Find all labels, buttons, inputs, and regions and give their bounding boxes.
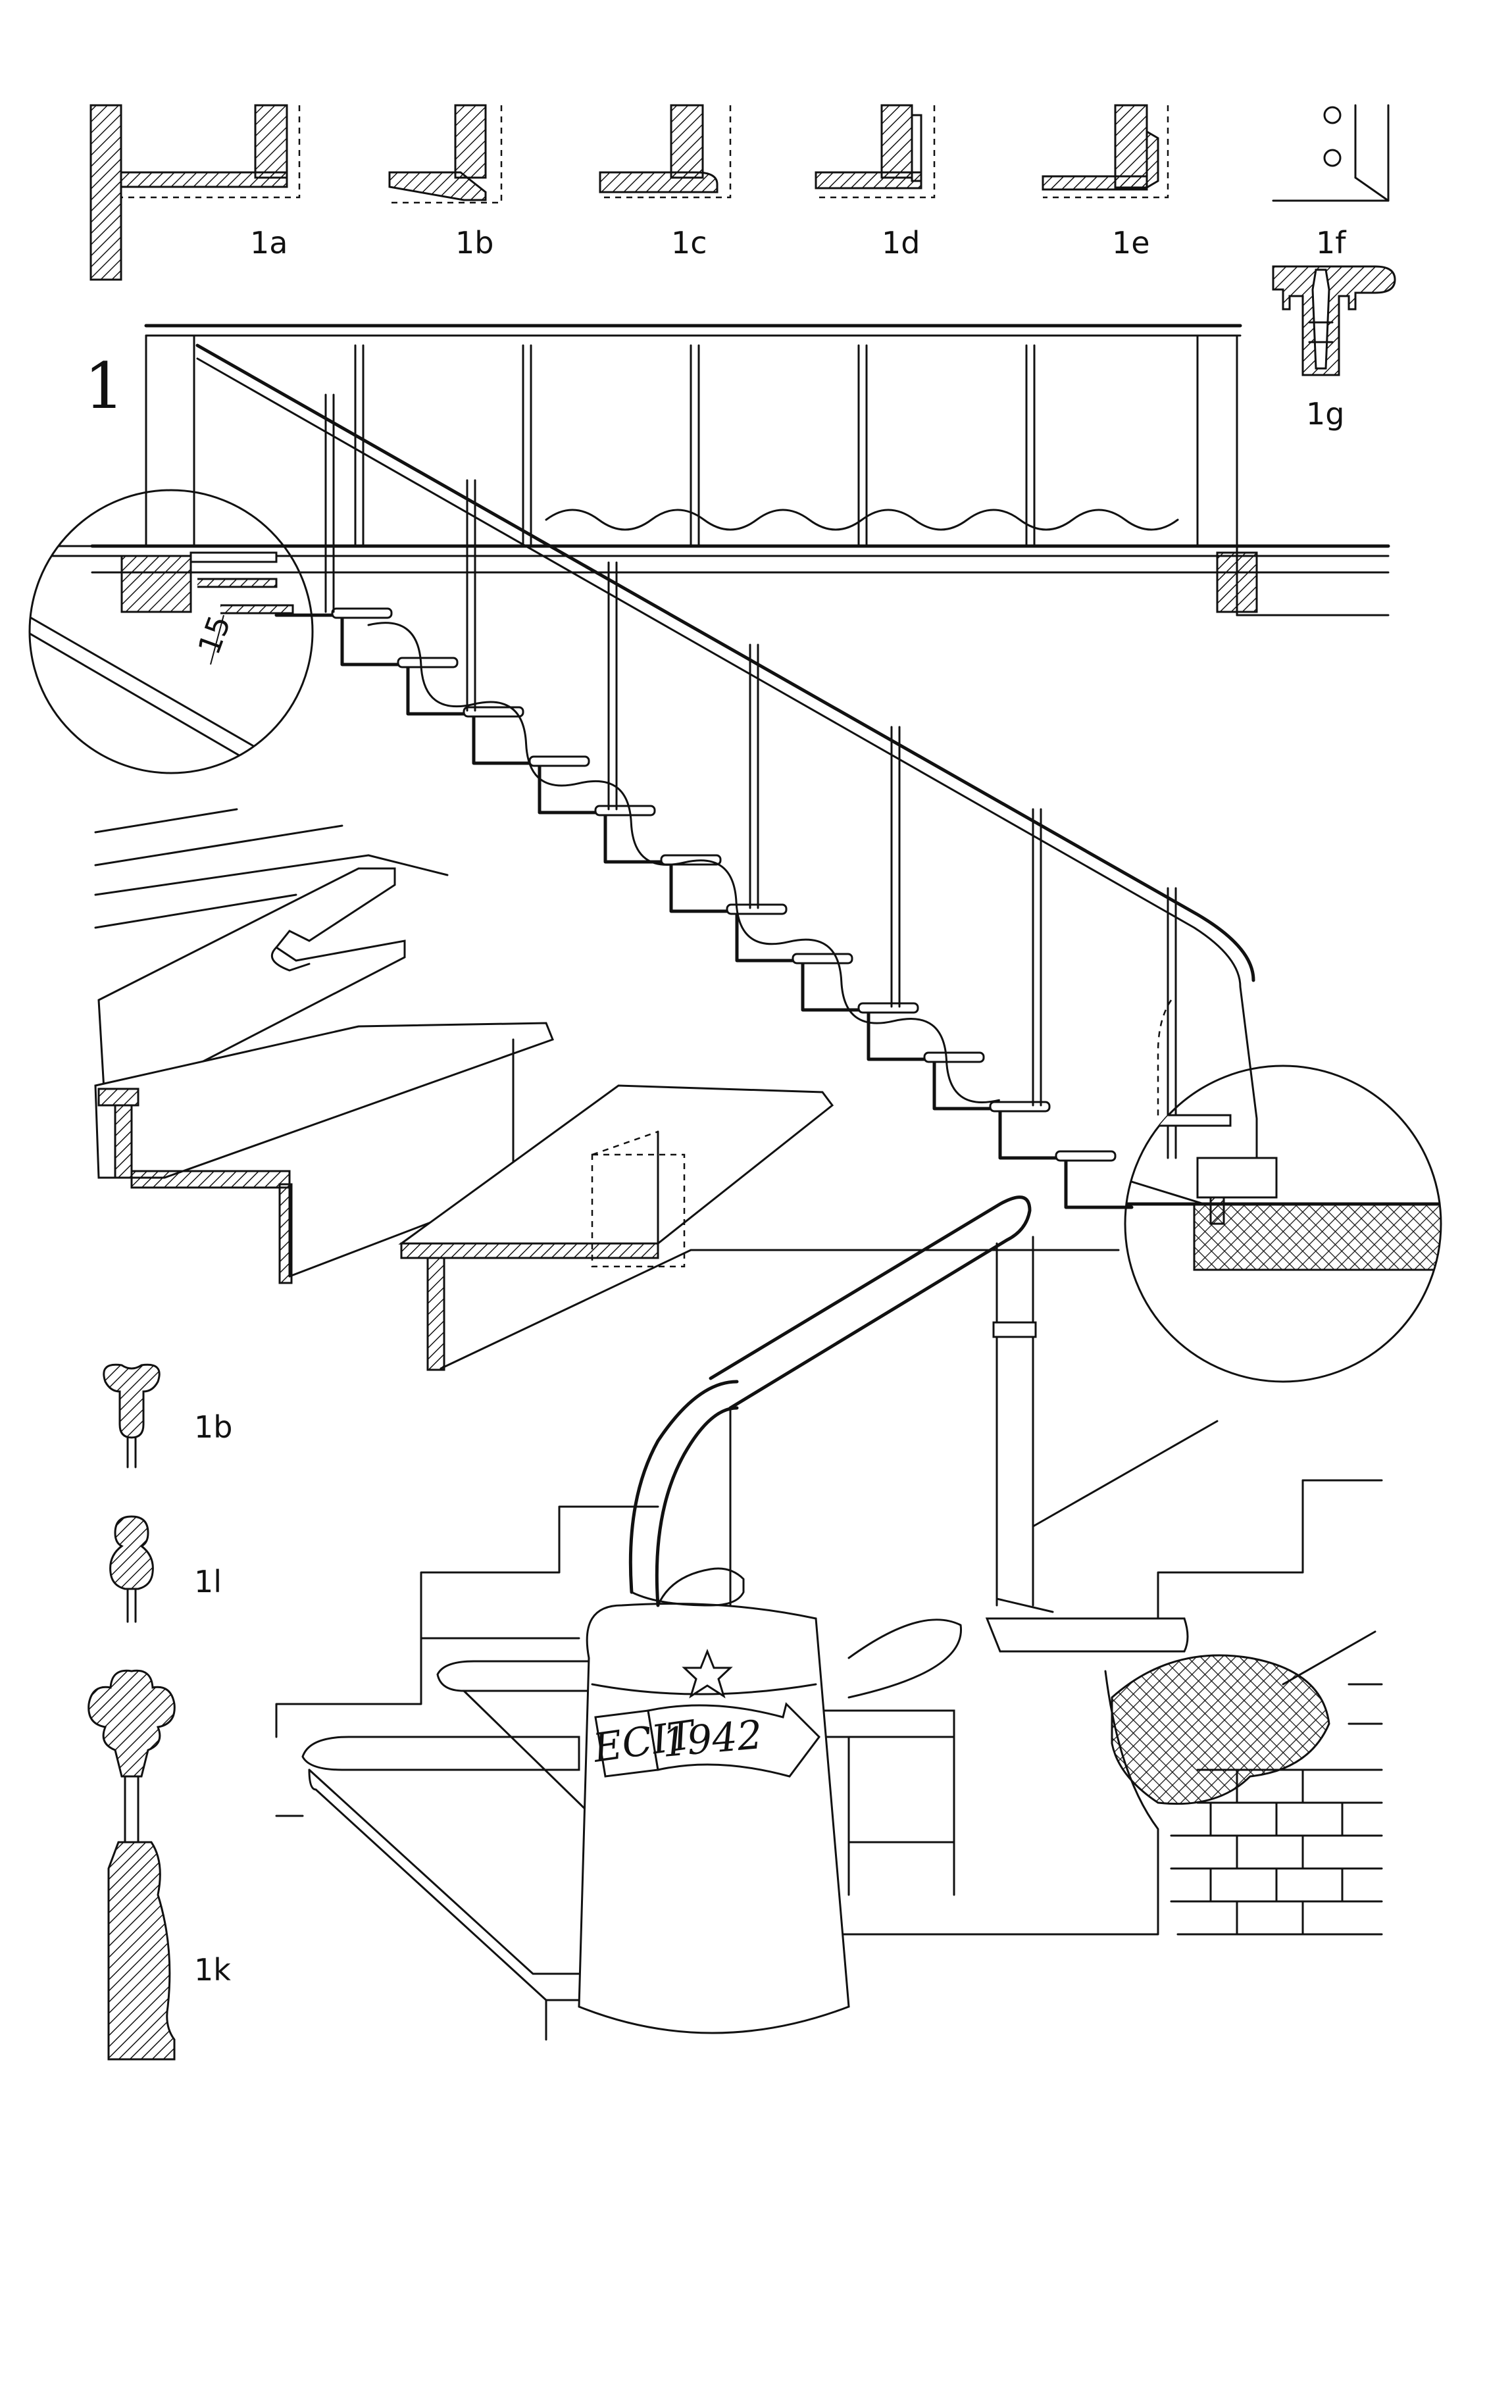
label-1k: 1k [194,1952,231,1988]
detail-circle-top: 15 [28,489,314,774]
treads [331,607,1117,1162]
label-1c: 1c [671,225,707,261]
label-1d: 1d [882,225,920,261]
upper-landing-balustrade [90,324,1390,616]
detail-1g: 1g [1272,265,1396,432]
label-1b-top: 1b [455,225,493,261]
star-emblem [682,1648,733,1699]
profile-1l: 1l [109,1515,222,1623]
label-1l: 1l [194,1564,222,1599]
curtail-stair-perspective: ECIT 1942 [275,1195,1383,2041]
banner-text-year: 1942 [660,1712,764,1767]
profile-1b: 1b [103,1363,232,1468]
newel-post: ECIT 1942 [578,1380,850,2034]
detail-1b: 1b [388,104,503,261]
label-1b-profile: 1b [194,1409,232,1445]
detail-1a: 1a [89,104,301,281]
label-1f: 1f [1316,225,1347,261]
dimension-15: 15 [191,611,238,659]
label-1a: 1a [250,225,288,261]
tread-assembly-isometric [94,808,1120,1371]
flight-balusters [324,393,1177,1159]
label-1e: 1e [1112,225,1150,261]
detail-1f: 1f [1272,104,1390,261]
profile-1k: 1k [88,1669,231,2061]
label-1g: 1g [1306,396,1344,432]
detail-1e: 1e [1042,104,1169,261]
detail-1c: 1c [599,104,732,261]
detail-circle-bottom [1124,1065,1442,1383]
stair-flight [195,343,1258,1209]
figure-number: 1 [84,349,124,423]
detail-1d: 1d [815,104,936,261]
landing-balusters [354,344,1036,547]
